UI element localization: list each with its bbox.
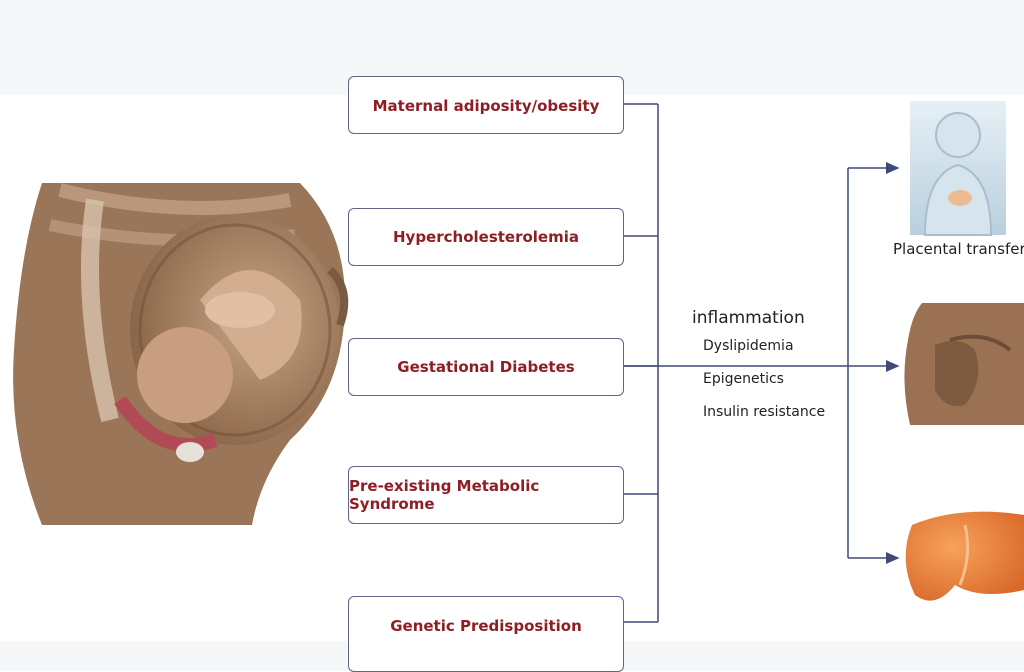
factor-label: Pre-existing Metabolic Syndrome (349, 477, 540, 513)
factor-box-gestational-diabetes: Gestational Diabetes (348, 338, 624, 396)
factor-connectors (624, 103, 659, 623)
factor-label: Gestational Diabetes (397, 358, 575, 376)
pregnant-torso-illustration (13, 183, 349, 525)
mechanism-item: Epigenetics (703, 371, 784, 387)
liver-illustration (905, 511, 1024, 601)
factor-box-metabolic-syndrome: Pre-existing Metabolic Syndrome (348, 466, 624, 524)
factor-label: Genetic Predisposition (390, 617, 582, 635)
factor-label: Maternal adiposity/obesity (372, 97, 600, 115)
outcome-arrows (624, 162, 900, 564)
factor-label: Hypercholesterolemia (392, 228, 579, 246)
outcome-label-placental-transfer: Placental transfer (893, 240, 1024, 258)
mechanism-title: inflammation (692, 308, 805, 328)
abdomen-illustration (904, 303, 1024, 425)
factor-box-hypercholesterolemia: Hypercholesterolemia (348, 208, 624, 266)
mechanism-item: Insulin resistance (703, 404, 826, 420)
mechanism-item: Dyslipidemia (703, 338, 794, 354)
factor-box-genetic-predisposition: Genetic Predisposition (348, 596, 624, 672)
factor-box-maternal-adiposity: Maternal adiposity/obesity (348, 76, 624, 134)
child-illustration (910, 101, 1006, 236)
